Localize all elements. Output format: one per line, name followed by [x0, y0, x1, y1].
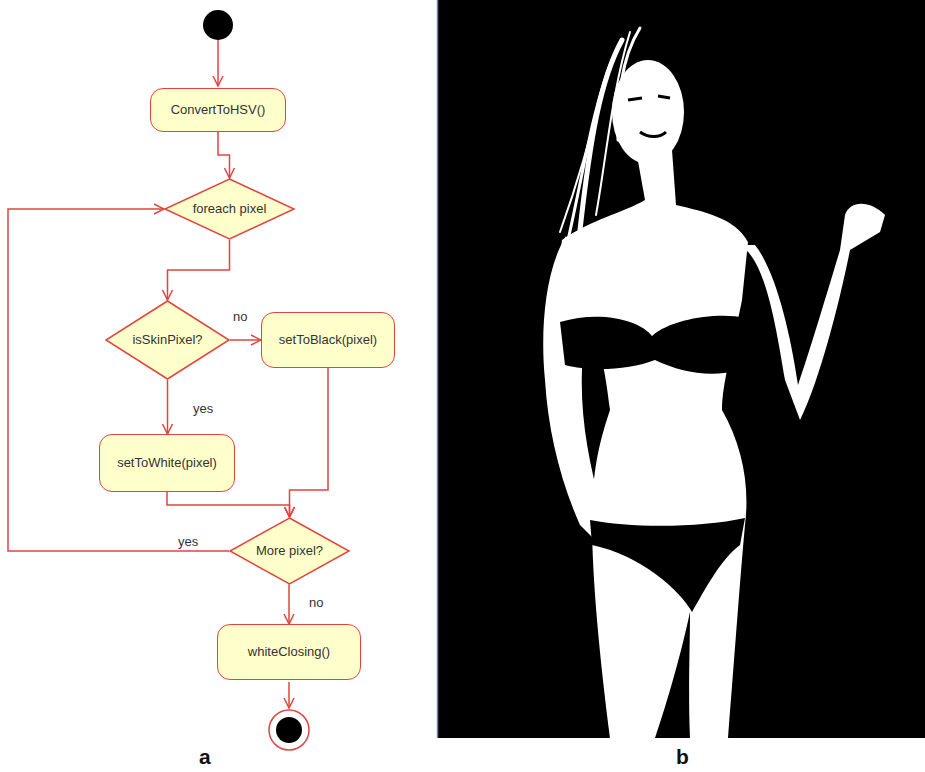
panel-label: a	[199, 745, 211, 769]
node-text: whiteClosing()	[248, 644, 330, 660]
decision-diamond: More pixel?	[229, 517, 350, 585]
flow-arrow	[167, 492, 290, 517]
final-node-dot	[276, 717, 302, 743]
flow-line	[217, 40, 219, 86]
flow-arrow	[288, 585, 290, 624]
guard-label: no	[307, 595, 325, 610]
guard-label: yes	[176, 534, 200, 549]
initial-node	[203, 10, 233, 40]
flow-line	[288, 682, 290, 708]
flow-arrow	[218, 132, 230, 178]
flow-arrow	[8, 209, 229, 551]
decision-diamond: isSkinPixel?	[105, 300, 230, 380]
swimwear-region	[560, 96, 745, 612]
panel-label: b	[676, 745, 689, 769]
flow-arrow	[290, 368, 329, 517]
flow-arrow	[230, 339, 261, 341]
node-text: More pixel?	[256, 543, 323, 559]
loop-diamond: foreach pixel	[164, 178, 295, 240]
node-text: setToBlack(pixel)	[279, 332, 377, 348]
node-text: setToWhite(pixel)	[117, 455, 217, 471]
action-box: ConvertToHSV()	[150, 88, 286, 132]
final-node-ring	[269, 710, 309, 750]
node-text: foreach pixel	[193, 201, 267, 217]
panel-border	[437, 0, 439, 738]
flow-arrow	[167, 380, 169, 434]
guard-label: yes	[191, 401, 215, 416]
action-box: setToWhite(pixel)	[99, 434, 235, 492]
node-text: ConvertToHSV()	[171, 102, 266, 118]
skin-silhouette	[543, 28, 885, 738]
flow-arrow	[168, 240, 230, 300]
action-box: setToBlack(pixel)	[261, 312, 395, 368]
node-text: isSkinPixel?	[132, 332, 202, 348]
action-box: whiteClosing()	[217, 624, 361, 680]
mask-background	[437, 0, 925, 738]
guard-label: no	[231, 309, 249, 324]
